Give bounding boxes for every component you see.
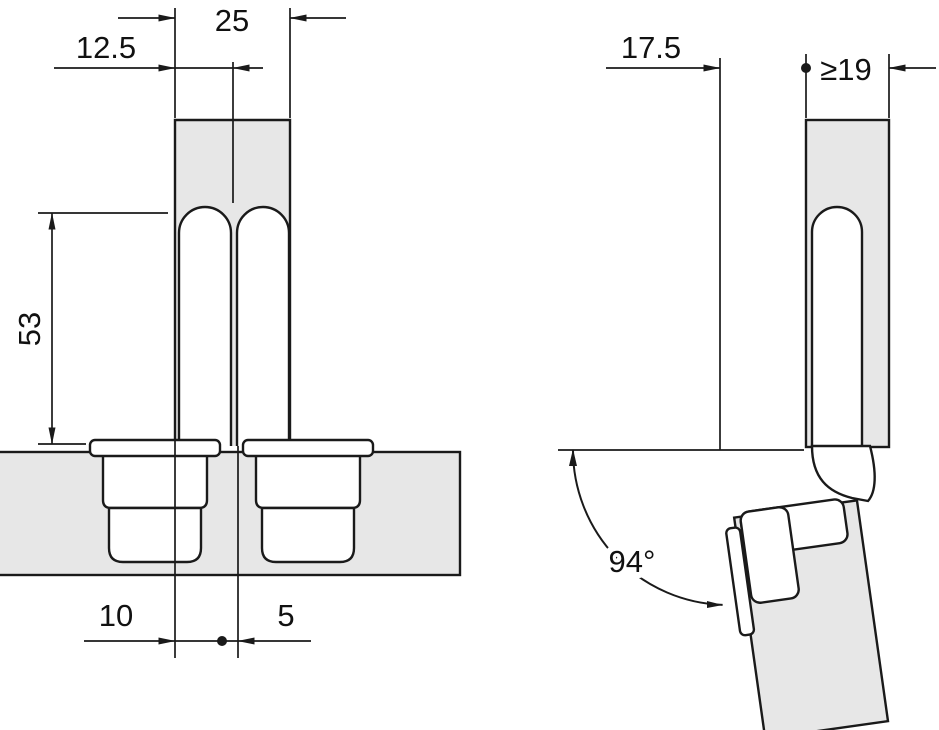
side-view: 17.5 ≥19 94° <box>558 30 936 730</box>
dim-label-min-19: ≥19 <box>820 52 872 87</box>
front-view: 25 12.5 53 10 5 <box>0 3 462 658</box>
dimension-bottom: 10 5 <box>84 598 311 646</box>
dim-dot-terminator <box>801 63 811 73</box>
dim-label-53: 53 <box>12 312 47 346</box>
dimension-arm-length: 53 <box>12 212 56 445</box>
dim-label-5: 5 <box>277 598 294 633</box>
hinge-arm-left <box>177 205 233 446</box>
hinge-arm-right <box>235 205 291 446</box>
hinge-cup-side <box>810 205 864 446</box>
dimension-door-width: 25 <box>118 3 346 38</box>
dim-label-94deg: 94° <box>609 544 656 579</box>
angle-arrowhead-top <box>569 449 577 466</box>
cabinet-panel <box>0 450 462 577</box>
drill-center-dot <box>217 636 227 646</box>
hinge-arm-linkage <box>810 444 876 503</box>
opening-angle-annotation: 94° <box>569 449 723 608</box>
dim-label-25: 25 <box>215 3 249 38</box>
cup-body-left <box>101 456 209 510</box>
angle-arrowhead-bottom <box>707 601 723 608</box>
door-cup-flange <box>725 526 756 637</box>
dimension-cup-offset: 12.5 <box>54 30 263 72</box>
dim-label-12-5: 12.5 <box>76 30 136 65</box>
cup-body-right <box>254 456 362 510</box>
hinge-cup-left <box>88 438 222 564</box>
dimension-mount-depth: 17.5 <box>606 30 721 72</box>
dim-label-10: 10 <box>99 598 133 633</box>
door-hinge-cup-block <box>739 506 800 604</box>
hinge-cup-right <box>241 438 375 564</box>
cup-insert-right <box>260 506 356 564</box>
cup-flange-right <box>241 438 375 458</box>
cup-flange-left <box>88 438 222 458</box>
dim-label-17-5: 17.5 <box>621 30 681 65</box>
opening-angle-arc <box>572 449 723 606</box>
opened-door <box>725 498 890 730</box>
cup-insert-left <box>107 506 203 564</box>
dimension-panel-thickness: ≥19 <box>801 52 936 87</box>
